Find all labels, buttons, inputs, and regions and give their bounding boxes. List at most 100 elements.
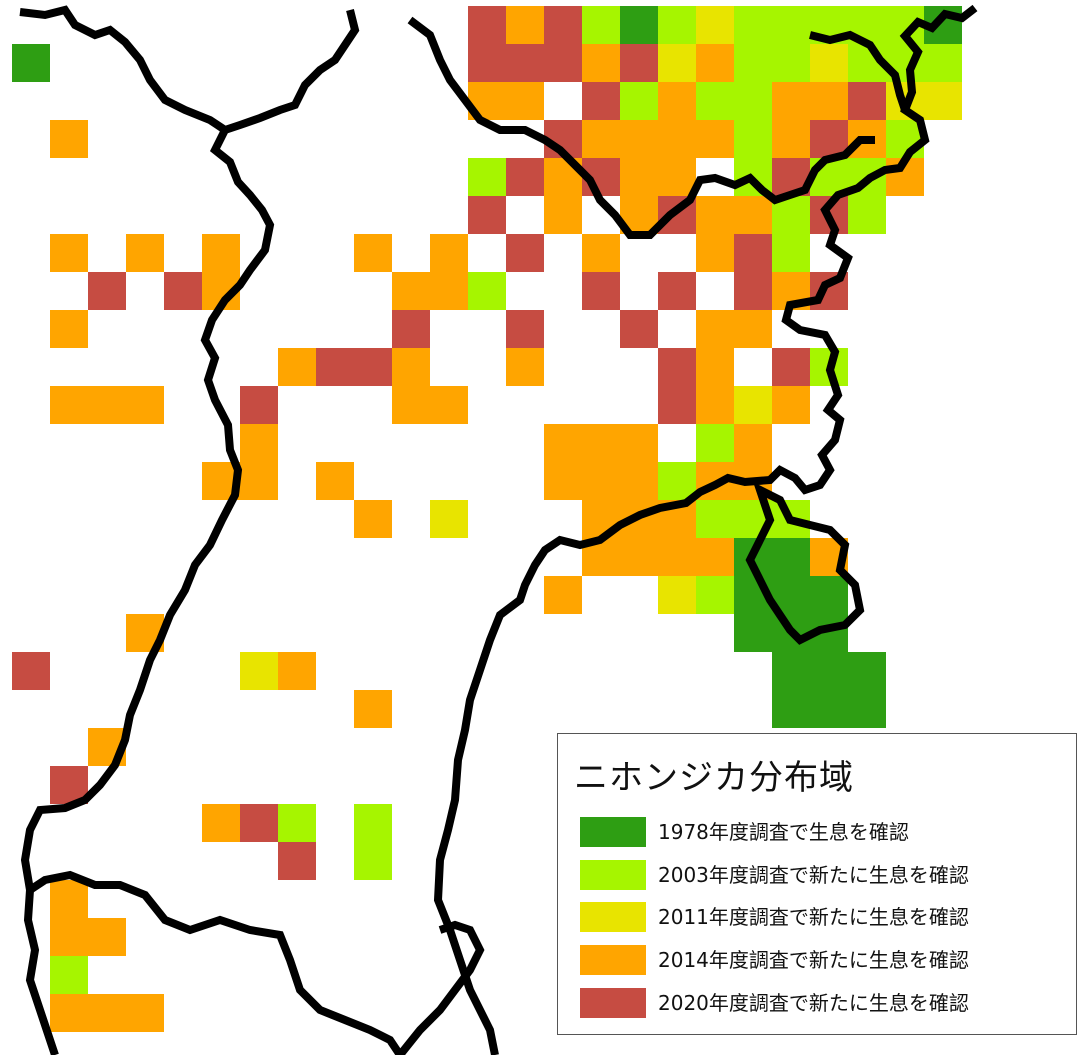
grid-cell	[658, 6, 696, 44]
grid-cell	[658, 386, 696, 424]
grid-cell	[810, 576, 848, 614]
grid-cell	[468, 6, 506, 44]
legend-label: 2003年度調査で新たに生息を確認	[658, 863, 969, 887]
grid-cell	[696, 44, 734, 82]
grid-cell	[620, 462, 658, 500]
grid-cell	[50, 880, 88, 918]
grid-cell	[392, 272, 430, 310]
grid-cell	[734, 386, 772, 424]
grid-cell	[696, 120, 734, 158]
grid-cell	[202, 804, 240, 842]
grid-cell	[468, 44, 506, 82]
grid-cell	[544, 462, 582, 500]
grid-cell	[848, 196, 886, 234]
legend-swatch	[580, 860, 646, 890]
grid-cell	[620, 158, 658, 196]
grid-cell	[772, 44, 810, 82]
grid-cell	[734, 614, 772, 652]
grid-cell	[696, 576, 734, 614]
grid-cell	[658, 272, 696, 310]
grid-cell	[696, 82, 734, 120]
grid-cell	[50, 918, 88, 956]
grid-cell	[772, 6, 810, 44]
grid-cell	[772, 690, 810, 728]
grid-cell	[772, 348, 810, 386]
legend-swatch	[580, 902, 646, 932]
grid-cell	[582, 234, 620, 272]
grid-cell	[278, 348, 316, 386]
legend-swatch	[580, 945, 646, 975]
grid-cell	[354, 690, 392, 728]
grid-cell	[354, 804, 392, 842]
legend-label: 2020年度調査で新たに生息を確認	[658, 991, 969, 1015]
grid-cell	[734, 44, 772, 82]
grid-cell	[734, 120, 772, 158]
grid-cell	[582, 272, 620, 310]
grid-cell	[278, 842, 316, 880]
prefecture-boundary-south	[396, 920, 485, 1055]
legend-label: 2014年度調査で新たに生息を確認	[658, 948, 969, 972]
grid-cell	[240, 804, 278, 842]
grid-cell	[734, 6, 772, 44]
grid-cell	[506, 348, 544, 386]
grid-cell	[620, 424, 658, 462]
grid-cell	[696, 6, 734, 44]
grid-cell	[506, 310, 544, 348]
grid-cell	[240, 424, 278, 462]
grid-cell	[544, 424, 582, 462]
grid-cell	[126, 994, 164, 1032]
grid-cell	[50, 310, 88, 348]
grid-cell	[278, 804, 316, 842]
grid-cell	[126, 386, 164, 424]
grid-cell	[772, 82, 810, 120]
grid-cell	[658, 158, 696, 196]
grid-cell	[772, 538, 810, 576]
grid-cell	[582, 120, 620, 158]
grid-cell	[696, 310, 734, 348]
legend-item-2014: 2014年度調査で新たに生息を確認	[580, 945, 1070, 979]
grid-cell	[430, 272, 468, 310]
grid-cell	[582, 6, 620, 44]
grid-cell	[658, 462, 696, 500]
coastline-boundary	[433, 4, 978, 1055]
grid-cell	[202, 234, 240, 272]
legend-swatch	[580, 817, 646, 847]
grid-cell	[392, 386, 430, 424]
grid-cell	[848, 82, 886, 120]
grid-cell	[354, 348, 392, 386]
grid-cell	[468, 272, 506, 310]
grid-cell	[772, 234, 810, 272]
grid-cell	[772, 386, 810, 424]
prefecture-boundary-southwest	[23, 889, 59, 1055]
grid-cell	[506, 158, 544, 196]
grid-cell	[696, 424, 734, 462]
legend-item-1978: 1978年度調査で生息を確認	[580, 817, 1070, 851]
grid-cell	[582, 44, 620, 82]
grid-cell	[810, 690, 848, 728]
grid-cell	[620, 6, 658, 44]
grid-cell	[810, 82, 848, 120]
legend-item-2020: 2020年度調査で新たに生息を確認	[580, 988, 1070, 1022]
grid-cell	[848, 690, 886, 728]
grid-cell	[696, 500, 734, 538]
grid-cell	[50, 120, 88, 158]
grid-cell	[544, 196, 582, 234]
grid-cell	[658, 120, 696, 158]
legend-label: 1978年度調査で生息を確認	[658, 820, 909, 844]
grid-cell	[582, 82, 620, 120]
grid-cell	[696, 386, 734, 424]
grid-cell	[772, 652, 810, 690]
grid-cell	[620, 538, 658, 576]
grid-cell	[468, 196, 506, 234]
grid-cell	[696, 538, 734, 576]
grid-cell	[50, 386, 88, 424]
grid-cell	[240, 462, 278, 500]
grid-cell	[12, 652, 50, 690]
legend-item-2011: 2011年度調査で新たに生息を確認	[580, 902, 1070, 936]
grid-cell	[658, 348, 696, 386]
grid-cell	[924, 82, 962, 120]
grid-cell	[620, 44, 658, 82]
grid-cell	[12, 44, 50, 82]
grid-cell	[468, 158, 506, 196]
